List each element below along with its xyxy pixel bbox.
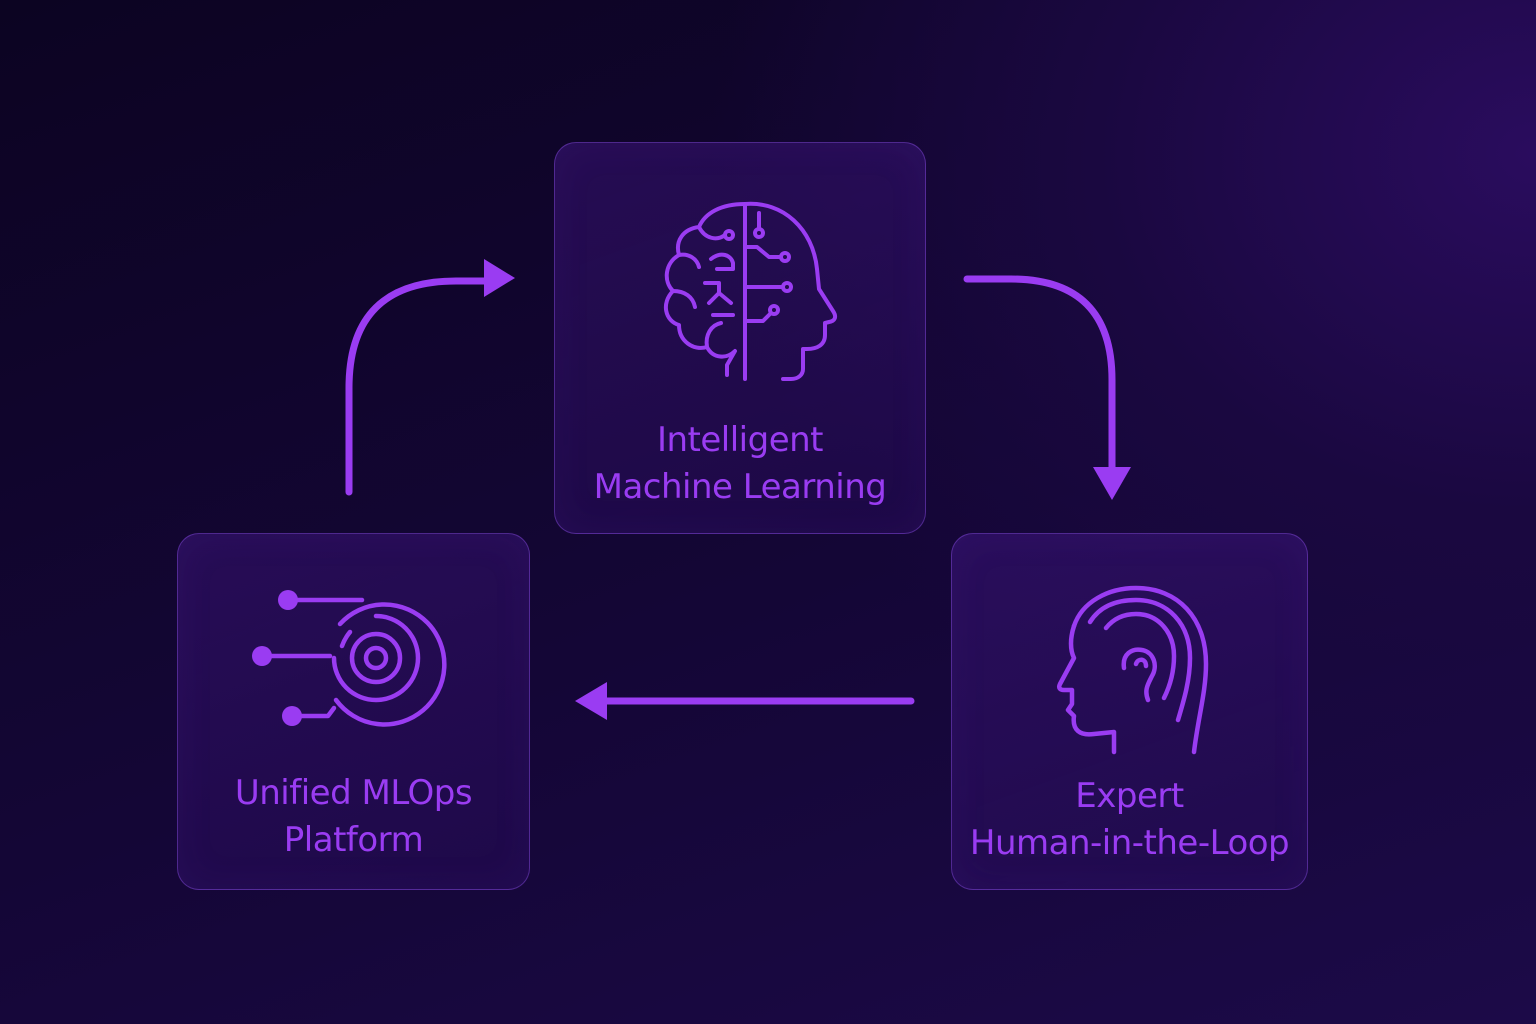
node-label: Unified MLOps Platform — [178, 770, 529, 864]
brain-circuit-head-icon — [663, 201, 838, 381]
target-circuit-icon — [252, 590, 447, 727]
human-head-profile-icon — [1056, 585, 1209, 755]
node-label: Expert Human-in-the-Loop — [952, 773, 1307, 867]
node-label-line-1: Expert — [1075, 776, 1184, 816]
arrow-mlops-to-ml — [345, 277, 492, 496]
node-label-line-1: Intelligent — [656, 420, 824, 460]
node-intelligent-machine-learning: Intelligent Machine Learning — [554, 142, 926, 534]
arrow-ml-to-expert — [963, 275, 1116, 474]
node-label-line-2: Platform — [283, 820, 424, 860]
node-label-line-1: Unified MLOps — [234, 773, 473, 813]
node-unified-mlops-platform: Unified MLOps Platform — [177, 533, 530, 890]
node-label-line-2: Human-in-the-Loop — [969, 823, 1290, 863]
node-expert-human-in-the-loop: Expert Human-in-the-Loop — [951, 533, 1308, 890]
arrowhead-expert-to-mlops — [575, 682, 607, 720]
arrowhead-mlops-to-ml — [484, 259, 515, 297]
arrowhead-ml-to-expert — [1093, 467, 1131, 500]
node-label: Intelligent Machine Learning — [555, 417, 925, 511]
node-label-line-2: Machine Learning — [593, 467, 887, 507]
